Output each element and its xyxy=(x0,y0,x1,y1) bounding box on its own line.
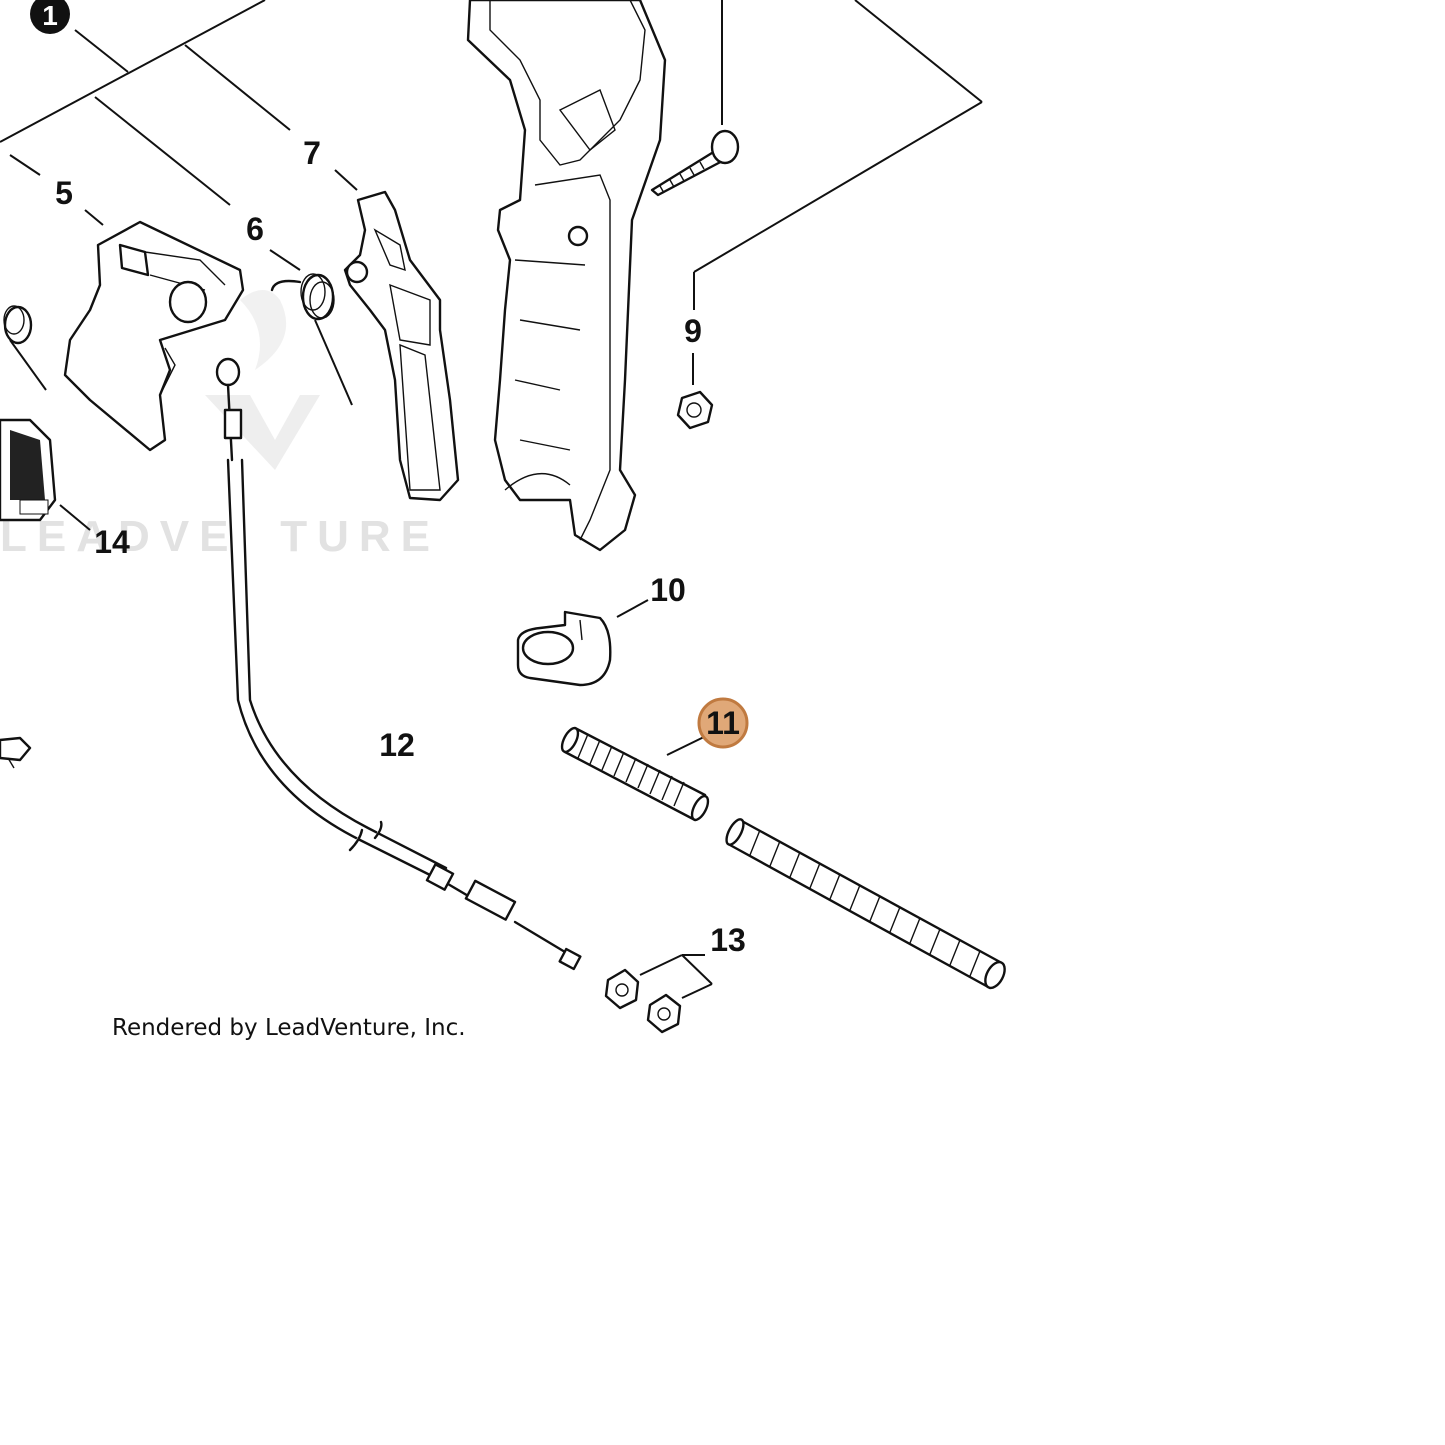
svg-text:11: 11 xyxy=(706,705,740,741)
svg-text:1: 1 xyxy=(42,0,58,31)
render-credit: Rendered by LeadVenture, Inc. xyxy=(112,1015,466,1041)
part-fitting-left xyxy=(0,736,32,769)
part-11-short-spring xyxy=(560,726,710,822)
callout-14: 14 xyxy=(94,524,130,560)
callout-5: 5 xyxy=(55,175,73,211)
part-spring-left xyxy=(3,305,33,345)
part-9-nut xyxy=(676,390,714,430)
callout-1: 1 xyxy=(30,0,70,34)
part-screw xyxy=(650,129,740,197)
callout-12: 12 xyxy=(379,727,415,763)
part-7-trigger xyxy=(343,190,460,502)
callout-10: 10 xyxy=(650,572,686,608)
part-handle-housing xyxy=(466,0,667,552)
callout-11-highlighted[interactable]: 11 xyxy=(697,697,749,749)
part-6-spring xyxy=(270,273,335,321)
part-12-cable xyxy=(215,357,582,971)
part-13-nuts xyxy=(604,968,682,1034)
callout-6: 6 xyxy=(246,211,264,247)
callout-13: 13 xyxy=(710,922,746,958)
part-10-collar xyxy=(516,610,612,687)
part-5-lockout xyxy=(63,220,245,452)
watermark-text: LEADVENTURE xyxy=(0,512,440,561)
part-long-spring xyxy=(725,818,1006,990)
callout-9: 9 xyxy=(684,313,702,349)
part-14-switch xyxy=(0,418,57,522)
leader-lines xyxy=(0,0,983,999)
callout-7: 7 xyxy=(303,135,321,171)
